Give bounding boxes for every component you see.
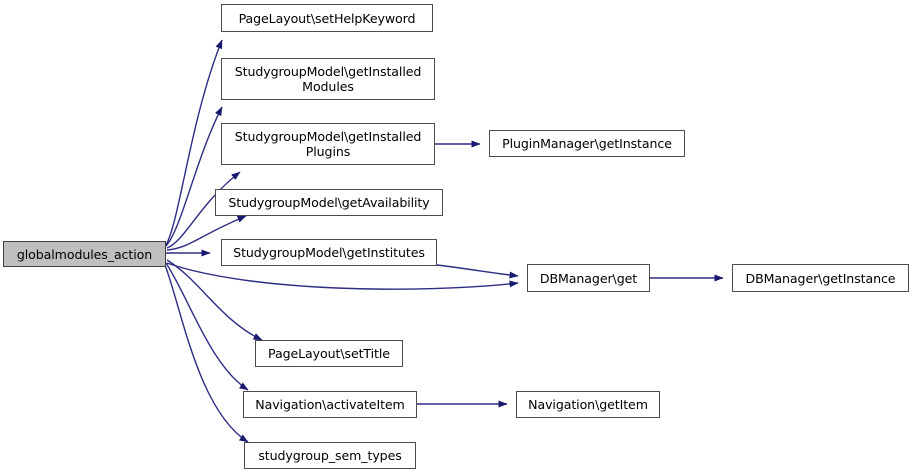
graph-node-pluginManagerGetInstance[interactable]: PluginManager\getInstance [489,130,685,157]
graph-edge-root-to-dbManagerGet [166,262,519,290]
graph-node-setTitle[interactable]: PageLayout\setTitle [255,340,403,367]
graph-node-getInstitutes[interactable]: StudygroupModel\getInstitutes [221,239,437,266]
graph-node-label: StudygroupModel\getInstalled Plugins [234,129,422,159]
graph-node-label: DBManager\get [539,270,638,286]
graph-node-label: Navigation\getItem [528,397,648,412]
graph-node-getInstalledPlugins[interactable]: StudygroupModel\getInstalled Plugins [221,123,435,165]
graph-edge-root-to-setTitle [166,259,263,341]
graph-node-dbManagerGetInstance[interactable]: DBManager\getInstance [732,264,909,292]
graph-node-label: PluginManager\getInstance [502,136,672,151]
graph-node-studygroup_sem_types[interactable]: studygroup_sem_types [244,442,416,469]
graph-edge-root-to-setHelpKeyword [165,39,223,246]
graph-edge-getInstitutes-to-dbManagerGet [436,264,519,279]
graph-node-label: StudygroupModel\getInstalled Modules [234,64,422,94]
graph-edge-root-to-studygroup_sem_types [164,264,249,443]
graph-node-label: StudygroupModel\getInstitutes [233,245,425,260]
graph-node-label: PageLayout\setHelpKeyword [238,10,416,26]
graph-edge-root-to-getAvailability [166,215,247,251]
graph-edge-root-to-activateItem [165,262,249,391]
graph-node-navigationGetItem[interactable]: Navigation\getItem [516,391,660,418]
graph-node-label: globalmodules_action [16,246,153,262]
graph-node-getInstalledModules[interactable]: StudygroupModel\getInstalled Modules [221,58,435,100]
graph-node-label: PageLayout\setTitle [268,346,390,361]
graph-node-label: StudygroupModel\getAvailability [228,195,430,210]
graph-node-dbManagerGet[interactable]: DBManager\get [527,264,650,292]
graph-node-activateItem[interactable]: Navigation\activateItem [243,391,417,418]
graph-node-setHelpKeyword[interactable]: PageLayout\setHelpKeyword [221,4,433,32]
graph-edge-root-to-getInstalledPlugins [166,171,241,249]
graph-node-getAvailability[interactable]: StudygroupModel\getAvailability [215,189,443,216]
graph-node-label: Navigation\activateItem [255,397,405,412]
graph-node-label: DBManager\getInstance [745,270,896,286]
graph-node-label: studygroup_sem_types [258,448,402,463]
graph-node-root[interactable]: globalmodules_action [3,241,166,267]
graph-edge-root-to-getInstalledModules [165,106,223,247]
edge-group [164,39,724,443]
